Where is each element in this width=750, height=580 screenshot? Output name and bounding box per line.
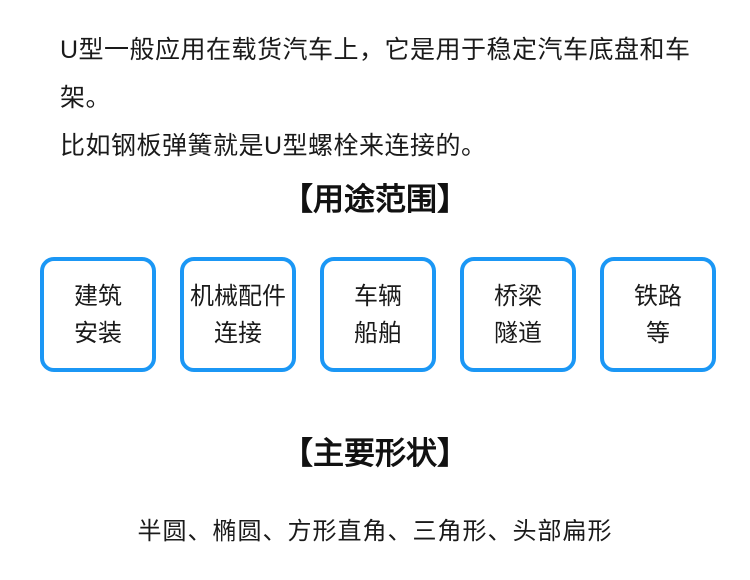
- usage-box-machinery: 机械配件 连接: [180, 257, 296, 372]
- usage-box-label: 铁路: [634, 282, 682, 310]
- shape-section-title: 【主要形状】: [282, 436, 468, 471]
- usage-box-label: 连接: [214, 319, 262, 347]
- usage-box-construction: 建筑 安装: [40, 257, 156, 372]
- usage-box-bridges: 桥梁 隧道: [460, 257, 576, 372]
- usage-box-label: 建筑: [74, 282, 122, 310]
- usage-box-label: 船舶: [354, 319, 402, 347]
- intro-line-2: 比如钢板弹簧就是U型螺栓来连接的。: [60, 132, 487, 160]
- usage-box-label: 等: [646, 319, 670, 347]
- intro-line-1: U型一般应用在载货汽车上，它是用于稳定汽车底盘和车架。: [60, 36, 691, 112]
- usage-box-row: 建筑 安装 机械配件 连接 车辆 船舶 桥梁 隧道 铁路 等: [40, 257, 716, 372]
- usage-box-label: 安装: [74, 319, 122, 347]
- shapes-list: 半圆、椭圆、方形直角、三角形、头部扁形: [137, 518, 613, 545]
- usage-box-vehicles: 车辆 船舶: [320, 257, 436, 372]
- usage-box-label: 机械配件: [190, 282, 286, 310]
- usage-box-label: 隧道: [494, 319, 542, 347]
- usage-section-title: 【用途范围】: [282, 182, 468, 217]
- usage-box-label: 桥梁: [494, 282, 542, 310]
- usage-box-railway: 铁路 等: [600, 257, 716, 372]
- usage-box-label: 车辆: [354, 282, 402, 310]
- intro-paragraph: U型一般应用在载货汽车上，它是用于稳定汽车底盘和车架。 比如钢板弹簧就是U型螺栓…: [60, 26, 710, 170]
